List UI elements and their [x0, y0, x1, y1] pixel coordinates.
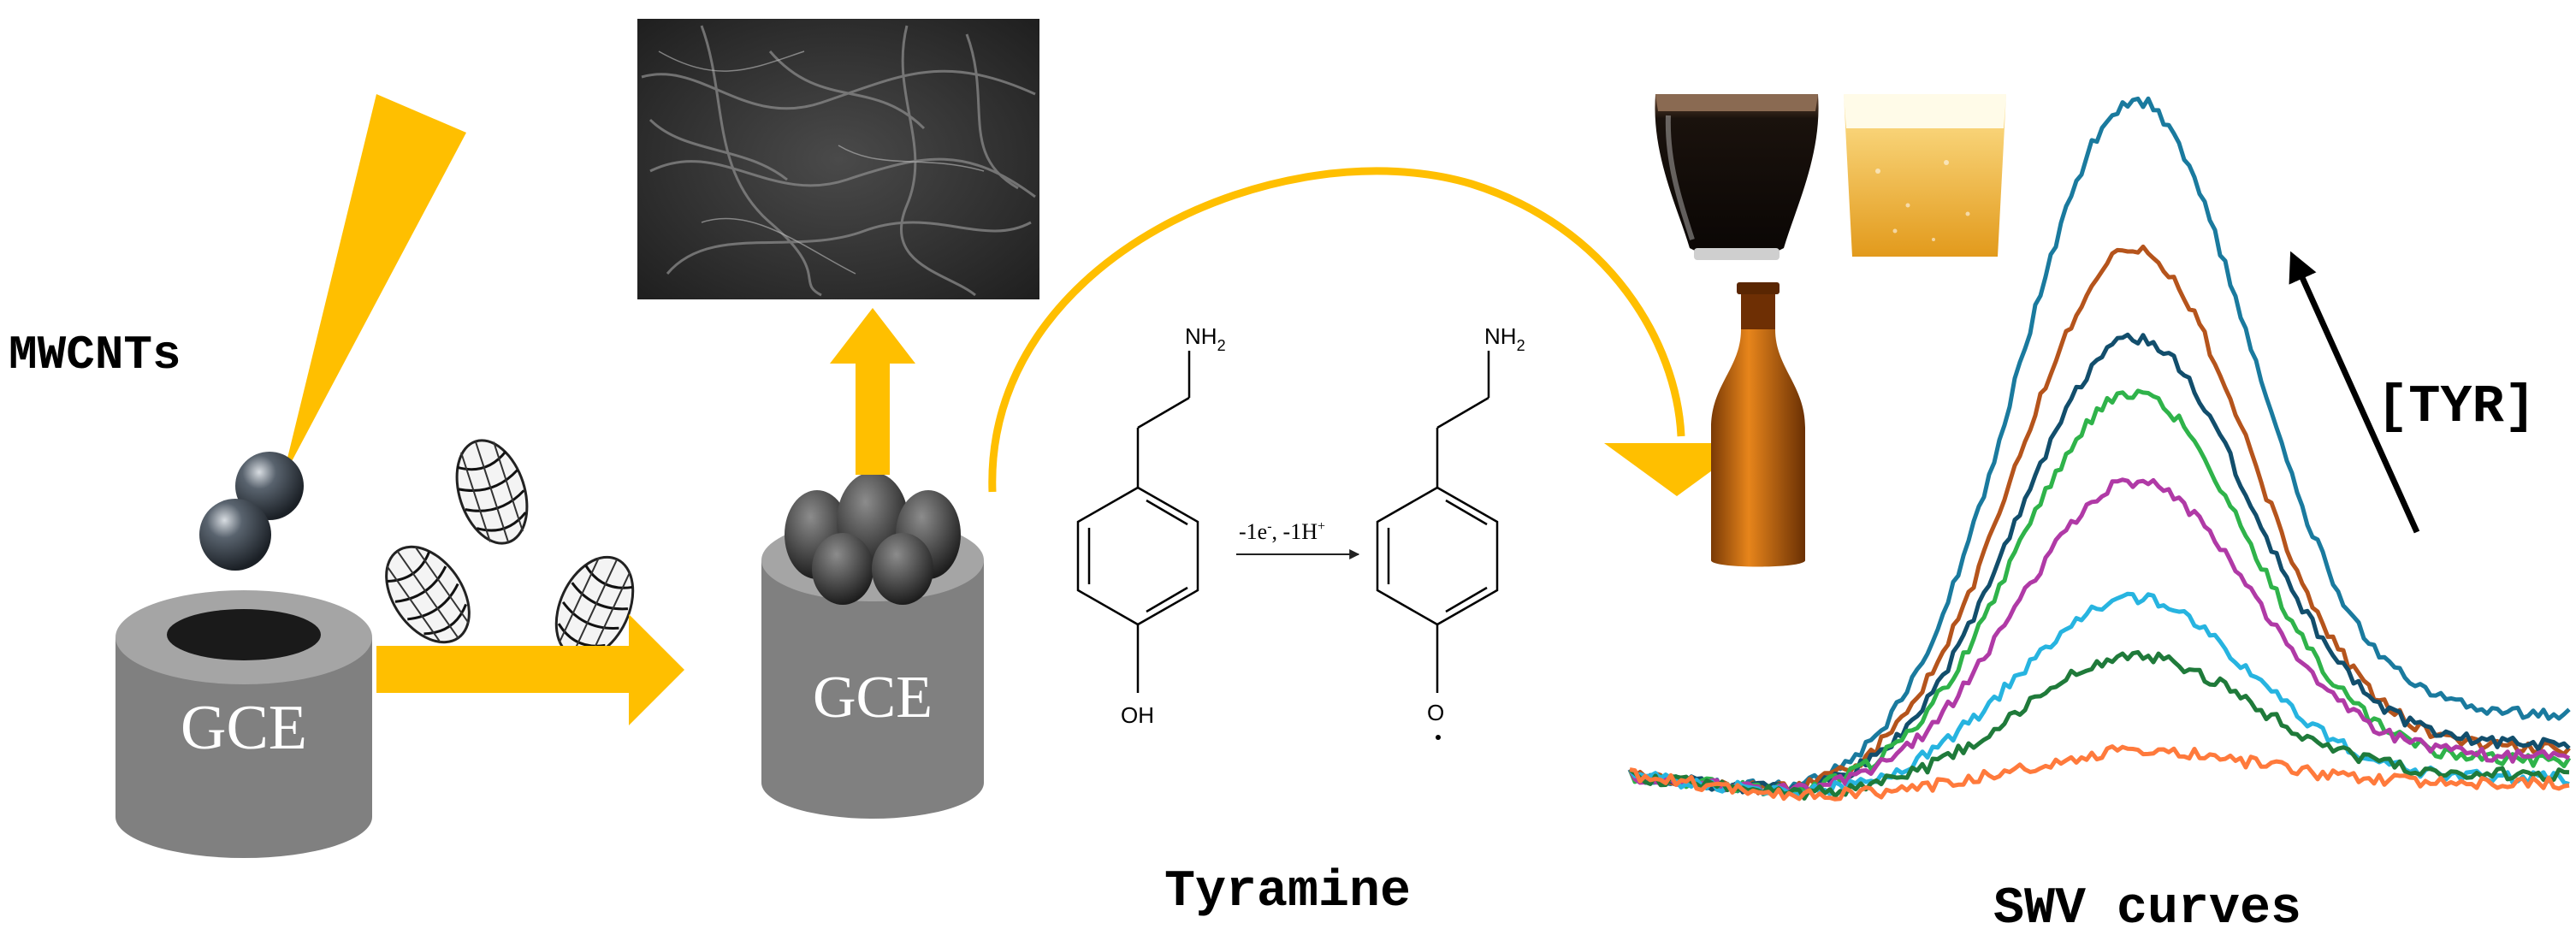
tyramine-structure-right	[1376, 351, 1499, 693]
tyr-label: [TYR]	[2377, 376, 2536, 437]
reaction-conditions-label: -1e-, -1H+	[1239, 519, 1325, 544]
amine-right-label: NH2	[1484, 323, 1525, 354]
swv-curves-label: SWV curves	[1993, 880, 2301, 929]
nanotubes-group	[385, 439, 635, 660]
gce-left-label: GCE	[181, 693, 307, 763]
concentration-arrow-icon	[2289, 251, 2420, 534]
lager-glass-icon	[1844, 94, 2006, 257]
gce-right-label: GCE	[813, 665, 933, 731]
swv-curves-plot	[1627, 96, 2572, 802]
right-arrow-icon	[376, 614, 684, 725]
droplet-icon	[235, 452, 304, 520]
tyramine-label: Tyramine	[1164, 863, 1411, 921]
nanotube-icon	[455, 439, 529, 545]
swv-curve	[1627, 477, 2571, 796]
bare-electrode-group: GCE MWCNTs	[9, 94, 466, 858]
nanotube-icon	[554, 555, 635, 660]
beer-bottle-icon	[1711, 282, 1805, 567]
gce-electrode-left-icon	[115, 590, 372, 858]
pipette-tip-icon	[282, 94, 466, 479]
mwcnt-coating-icon	[785, 472, 961, 605]
modified-electrode-group: GCE	[761, 472, 984, 819]
droplet-icon	[199, 499, 271, 571]
oxy-radical-label: O	[1427, 700, 1444, 725]
amine-left-label: NH2	[1185, 323, 1226, 354]
curved-arrow-icon	[988, 167, 1685, 493]
hydroxyl-label: OH	[1121, 702, 1154, 728]
sem-image	[637, 19, 1039, 299]
tyramine-structure-left	[1076, 351, 1199, 693]
nanotube-icon	[385, 545, 471, 644]
up-arrow-icon	[830, 308, 915, 475]
stout-glass-icon	[1655, 94, 1819, 260]
mwcnts-label: MWCNTs	[9, 328, 181, 382]
radical-dot-icon	[1436, 735, 1441, 740]
swv-curve	[1629, 744, 2570, 802]
